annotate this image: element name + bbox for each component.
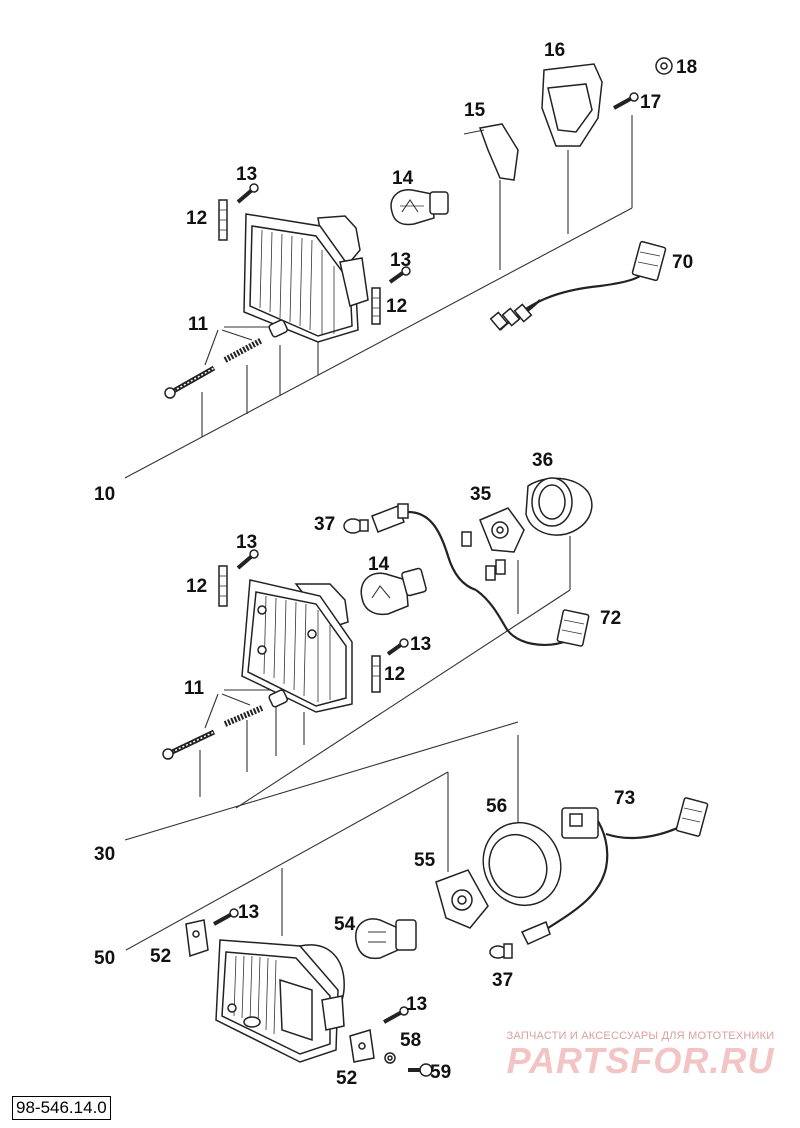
washer-icon: [384, 1052, 396, 1064]
mount-bracket-icon: [349, 1029, 375, 1063]
callout-12: 12: [386, 296, 407, 317]
bulb-socket-icon: [371, 503, 409, 533]
callout-72: 72: [600, 608, 621, 629]
mount-bracket-icon: [185, 919, 209, 958]
callout-17: 17: [640, 92, 661, 113]
callout-55: 55: [414, 850, 436, 871]
nut-icon: [268, 319, 288, 338]
callout-52: 52: [150, 946, 171, 967]
screw-icon: [383, 1006, 409, 1024]
bulb-socket-icon: [520, 920, 551, 945]
callout-13: 13: [406, 994, 427, 1015]
callout-11: 11: [188, 314, 209, 335]
small-bulb-icon: [489, 943, 513, 959]
leader: [221, 693, 251, 706]
adjust-screw-icon: [164, 365, 216, 399]
callout-58: 58: [400, 1030, 421, 1051]
wiring-harness-icon: [547, 797, 709, 929]
grommet-icon: [655, 57, 673, 75]
watermark-tagline: ЗАПЧАСТИ И АКСЕССУАРЫ ДЛЯ МОТОТЕХНИКИ: [506, 1030, 775, 1042]
callout-12: 12: [186, 208, 207, 229]
assembly-30-group: [124, 477, 593, 841]
callout-35: 35: [470, 484, 492, 505]
assembly-30-upper-baseline: [235, 589, 571, 809]
leader: [204, 329, 219, 366]
headlamp-unit-30: [241, 579, 353, 713]
nut-icon: [268, 689, 288, 708]
callout-14: 14: [368, 554, 390, 575]
spring-icon: [223, 705, 264, 727]
assembly-50-baseline: [125, 771, 449, 951]
screw-icon: [613, 92, 639, 110]
headlamp-unit-10: [243, 213, 369, 343]
callout-50: 50: [94, 948, 115, 969]
clip-icon: [371, 287, 381, 325]
callout-13: 13: [236, 164, 257, 185]
socket-plate-icon: [479, 507, 525, 553]
callout-54: 54: [334, 914, 356, 935]
callout-11: 11: [184, 678, 205, 699]
callout-73: 73: [614, 788, 635, 809]
screw-icon: [386, 638, 409, 656]
callout-13: 13: [236, 532, 257, 553]
reflector-ring-icon: [525, 477, 593, 536]
callout-13: 13: [410, 634, 431, 655]
socket-plate-icon: [435, 869, 489, 929]
callout-12: 12: [186, 576, 207, 597]
callout-14: 14: [392, 168, 414, 189]
callout-12: 12: [384, 664, 405, 685]
drawing-reference-code: 98-546.14.0: [12, 1096, 111, 1120]
callout-13: 13: [390, 250, 411, 271]
clip-icon: [218, 565, 228, 607]
bulb-icon: [390, 189, 449, 226]
callout-36: 36: [532, 450, 553, 471]
watermark: ЗАПЧАСТИ И АКСЕССУАРЫ ДЛЯ МОТОТЕХНИКИ PA…: [488, 1030, 793, 1080]
screw-icon: [388, 266, 411, 284]
callout-30: 30: [94, 844, 115, 865]
callout-70: 70: [672, 252, 693, 273]
callout-59: 59: [430, 1062, 451, 1083]
callout-18: 18: [676, 57, 697, 78]
screw-icon: [236, 549, 259, 570]
leader: [221, 329, 253, 341]
assembly-10-baseline: [124, 207, 633, 479]
callout-16: 16: [544, 40, 565, 61]
callout-13: 13: [238, 902, 259, 923]
leader: [204, 693, 219, 729]
clip-icon: [371, 655, 381, 693]
wiring-harness-icon: [407, 510, 590, 647]
headlamp-unit-50: [215, 939, 345, 1063]
housing-icon: [541, 63, 603, 147]
bracket-icon: [463, 123, 519, 181]
bulb-icon: [360, 567, 427, 616]
screw-icon: [236, 183, 259, 204]
clip-icon: [218, 199, 228, 241]
small-bulb-icon: [343, 518, 369, 534]
screw-icon: [213, 908, 239, 926]
callout-10: 10: [94, 484, 115, 505]
assembly-50-group: [125, 735, 709, 1077]
reflector-ring-icon: [482, 821, 562, 907]
callout-56: 56: [486, 796, 507, 817]
watermark-logo-text: PARTSFOR.RU: [506, 1040, 775, 1081]
callout-37: 37: [492, 970, 513, 991]
callout-52: 52: [336, 1068, 357, 1089]
assembly-10-group: [124, 57, 673, 479]
callout-15: 15: [464, 100, 486, 121]
halogen-bulb-icon: [355, 918, 417, 960]
assembly-30-baseline: [124, 721, 519, 841]
wiring-harness-icon: [489, 240, 667, 331]
bolt-icon: [408, 1063, 433, 1077]
spring-icon: [223, 337, 264, 363]
adjust-screw-icon: [162, 729, 216, 760]
callout-37: 37: [314, 514, 335, 535]
